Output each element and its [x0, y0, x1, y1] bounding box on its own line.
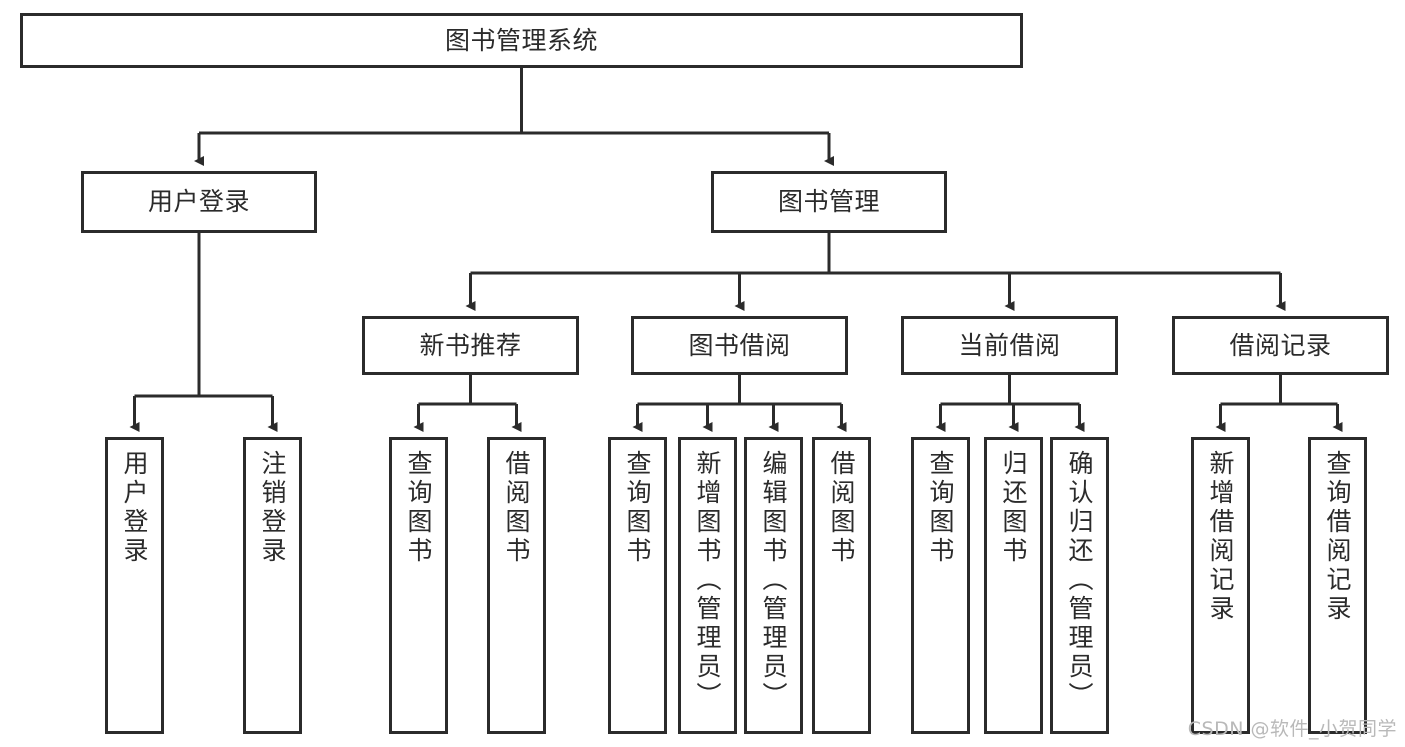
node-label-leaf-logout: 注销登录: [258, 450, 287, 566]
node-label-user-login: 用户登录: [147, 187, 250, 216]
node-label-new-book-rec: 新书推荐: [419, 330, 522, 360]
node-leaf-logout[interactable]: 注销登录: [243, 437, 302, 734]
node-leaf-borrow-book-rec[interactable]: 借阅图书: [487, 437, 546, 734]
node-leaf-query-book-borrow[interactable]: 查询图书: [608, 437, 667, 734]
node-label-leaf-query-book-borrow: 查询图书: [623, 450, 652, 566]
node-leaf-edit-book[interactable]: 编辑图书（管理员）: [744, 437, 803, 734]
node-leaf-add-record[interactable]: 新增借阅记录: [1191, 437, 1250, 734]
node-leaf-borrow-book[interactable]: 借阅图书: [812, 437, 871, 734]
node-borrow-record[interactable]: 借阅记录: [1172, 316, 1389, 375]
node-leaf-query-record[interactable]: 查询借阅记录: [1308, 437, 1367, 734]
node-label-leaf-borrow-book-rec: 借阅图书: [502, 450, 531, 566]
node-label-leaf-user-login: 用户登录: [120, 450, 149, 566]
node-label-leaf-borrow-book: 借阅图书: [827, 450, 856, 566]
node-label-current-borrow: 当前借阅: [958, 330, 1061, 360]
node-label-leaf-return-book: 归还图书: [999, 450, 1028, 566]
node-label-borrow-record: 借阅记录: [1229, 330, 1332, 360]
node-new-book-rec[interactable]: 新书推荐: [362, 316, 579, 375]
node-leaf-return-book[interactable]: 归还图书: [984, 437, 1043, 734]
node-label-book-borrow: 图书借阅: [688, 330, 791, 360]
node-leaf-query-book-current[interactable]: 查询图书: [911, 437, 970, 734]
node-current-borrow[interactable]: 当前借阅: [901, 316, 1118, 375]
node-label-leaf-confirm-return: 确认归还（管理员）: [1065, 450, 1094, 711]
node-root[interactable]: 图书管理系统: [20, 13, 1023, 68]
node-leaf-add-book[interactable]: 新增图书（管理员）: [678, 437, 737, 734]
node-label-leaf-query-book-rec: 查询图书: [404, 450, 433, 566]
node-label-root: 图书管理系统: [444, 25, 598, 55]
node-label-leaf-query-record: 查询借阅记录: [1323, 450, 1352, 624]
node-leaf-user-login[interactable]: 用户登录: [105, 437, 164, 734]
node-leaf-query-book-rec[interactable]: 查询图书: [389, 437, 448, 734]
node-label-book-manage: 图书管理: [777, 187, 880, 216]
node-label-leaf-edit-book: 编辑图书（管理员）: [759, 450, 788, 711]
node-label-leaf-add-record: 新增借阅记录: [1206, 450, 1235, 624]
node-user-login[interactable]: 用户登录: [81, 171, 317, 233]
node-book-manage[interactable]: 图书管理: [711, 171, 947, 233]
node-label-leaf-add-book: 新增图书（管理员）: [693, 450, 722, 711]
watermark-text: CSDN @软件_小贺同学: [1187, 718, 1397, 740]
node-label-leaf-query-book-current: 查询图书: [926, 450, 955, 566]
node-book-borrow[interactable]: 图书借阅: [631, 316, 848, 375]
node-leaf-confirm-return[interactable]: 确认归还（管理员）: [1050, 437, 1109, 734]
